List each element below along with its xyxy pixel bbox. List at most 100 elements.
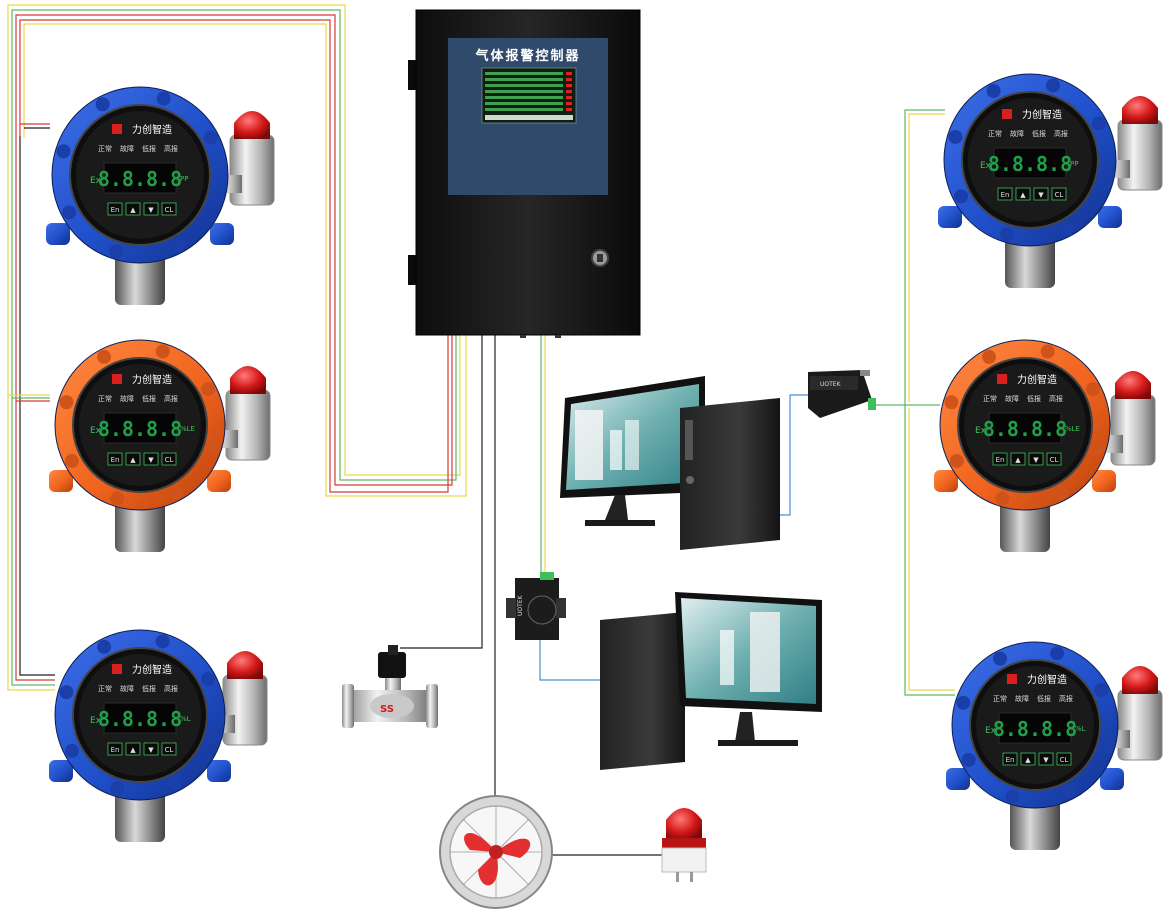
- detector-brand: 力创智造: [1017, 373, 1057, 386]
- status-label: 高报: [164, 394, 178, 403]
- detector-unit: %L: [1075, 725, 1086, 733]
- detector-brand: 力创智造: [132, 123, 172, 136]
- detector-button-label: CL: [1050, 456, 1059, 464]
- detector-button-label: ▲: [1015, 456, 1021, 464]
- gas-detector-3: 力创智造正常故障低报高报Ex8.8.8.8%LEn▲▼CL: [49, 629, 268, 842]
- detector-button[interactable]: [997, 187, 1013, 201]
- brand-logo-icon: [997, 374, 1007, 384]
- detector-button[interactable]: [161, 452, 177, 466]
- converter-lower-brand: UOTEK: [517, 594, 524, 616]
- detector-button[interactable]: [161, 202, 177, 216]
- status-label: 高报: [1049, 394, 1063, 403]
- detector-button-label: CL: [1055, 191, 1064, 199]
- detector-button[interactable]: [143, 742, 159, 756]
- detector-button[interactable]: [1002, 752, 1018, 766]
- detector-reading: 8.8.8.8: [98, 417, 182, 441]
- status-label: 低报: [142, 684, 156, 693]
- detector-button-label: CL: [165, 456, 174, 464]
- detectors-layer: 力创智造正常故障低报高报Ex8.8.8.8PPEn▲▼CL力创智造正常故障低报高…: [46, 73, 1163, 850]
- detector-button-label: ▲: [1020, 191, 1026, 199]
- detector-button-label: CL: [165, 206, 174, 214]
- ex-mark: Ex: [90, 716, 102, 726]
- detector-button[interactable]: [1056, 752, 1072, 766]
- detector-reading: 8.8.8.8: [993, 717, 1077, 741]
- status-label: 故障: [1010, 129, 1024, 138]
- detector-button[interactable]: [1010, 452, 1026, 466]
- detector-button[interactable]: [992, 452, 1008, 466]
- status-label: 故障: [1015, 694, 1029, 703]
- lcd-rows: [485, 72, 563, 111]
- converter-right-brand: UOTEK: [820, 381, 842, 388]
- alarm-controller-cabinet: 气体报警控制器: [408, 9, 641, 338]
- serial-converter-lower: UOTEK: [506, 572, 566, 640]
- detector-brand: 力创智造: [132, 373, 172, 386]
- status-label: 低报: [1032, 129, 1046, 138]
- detector-button[interactable]: [161, 742, 177, 756]
- detector-button-label: ▲: [1025, 756, 1031, 764]
- detector-button-label: En: [996, 456, 1005, 464]
- serial-converter-right: UOTEK: [808, 370, 876, 418]
- detector-button[interactable]: [1046, 452, 1062, 466]
- gas-detector-4: 力创智造正常故障低报高报Ex8.8.8.8PPEn▲▼CL: [938, 73, 1163, 288]
- status-label: 正常: [983, 394, 997, 403]
- status-label: 故障: [120, 684, 134, 693]
- ex-mark: Ex: [90, 176, 102, 186]
- detector-button[interactable]: [1015, 187, 1031, 201]
- detector-button[interactable]: [143, 452, 159, 466]
- status-label: 高报: [1059, 694, 1073, 703]
- status-label: 高报: [164, 144, 178, 153]
- detector-reading: 8.8.8.8: [98, 707, 182, 731]
- detector-button-label: CL: [165, 746, 174, 754]
- detector-button-label: ▼: [1033, 456, 1039, 464]
- status-label: 正常: [98, 394, 112, 403]
- status-label: 高报: [164, 684, 178, 693]
- detector-unit: PP: [180, 175, 188, 183]
- detector-button-label: En: [111, 456, 120, 464]
- fan-blades-icon: [464, 833, 531, 886]
- status-label: 故障: [120, 394, 134, 403]
- valve-label: SS: [380, 704, 394, 715]
- detector-button[interactable]: [125, 452, 141, 466]
- brand-logo-icon: [112, 374, 122, 384]
- detector-reading: 8.8.8.8: [988, 152, 1072, 176]
- detector-button[interactable]: [107, 202, 123, 216]
- detector-unit: %LE: [1065, 425, 1080, 433]
- detector-button[interactable]: [143, 202, 159, 216]
- detector-button-label: ▼: [148, 456, 154, 464]
- brand-logo-icon: [1002, 109, 1012, 119]
- detector-button-label: En: [1006, 756, 1015, 764]
- detector-button[interactable]: [1028, 452, 1044, 466]
- gas-detector-1: 力创智造正常故障低报高报Ex8.8.8.8PPEn▲▼CL: [46, 86, 275, 305]
- detector-button[interactable]: [125, 202, 141, 216]
- detector-unit: PP: [1070, 160, 1078, 168]
- detector-button-label: En: [111, 206, 120, 214]
- ex-mark: Ex: [980, 161, 992, 171]
- detector-button[interactable]: [1033, 187, 1049, 201]
- detector-button-label: En: [111, 746, 120, 754]
- detector-button[interactable]: [107, 452, 123, 466]
- status-label: 低报: [1027, 394, 1041, 403]
- status-label: 故障: [120, 144, 134, 153]
- detector-button-label: ▼: [1043, 756, 1049, 764]
- detector-reading: 8.8.8.8: [983, 417, 1067, 441]
- computer-upper: [560, 376, 780, 550]
- detector-button-label: ▲: [130, 206, 136, 214]
- detector-brand: 力创智造: [1027, 673, 1067, 686]
- detector-button[interactable]: [107, 742, 123, 756]
- status-label: 低报: [142, 394, 156, 403]
- status-label: 正常: [988, 129, 1002, 138]
- detector-button-label: ▲: [130, 746, 136, 754]
- detector-button-label: ▼: [1038, 191, 1044, 199]
- detector-button[interactable]: [1038, 752, 1054, 766]
- brand-logo-icon: [112, 124, 122, 134]
- ex-mark: Ex: [975, 426, 987, 436]
- detector-button[interactable]: [1051, 187, 1067, 201]
- detector-button[interactable]: [1020, 752, 1036, 766]
- detector-button-label: ▼: [148, 206, 154, 214]
- detector-unit: %L: [180, 715, 191, 723]
- detector-button-label: CL: [1060, 756, 1069, 764]
- gas-detector-5: 力创智造正常故障低报高报Ex8.8.8.8%LEEn▲▼CL: [934, 339, 1156, 552]
- controller-title: 气体报警控制器: [475, 48, 580, 64]
- detector-button[interactable]: [125, 742, 141, 756]
